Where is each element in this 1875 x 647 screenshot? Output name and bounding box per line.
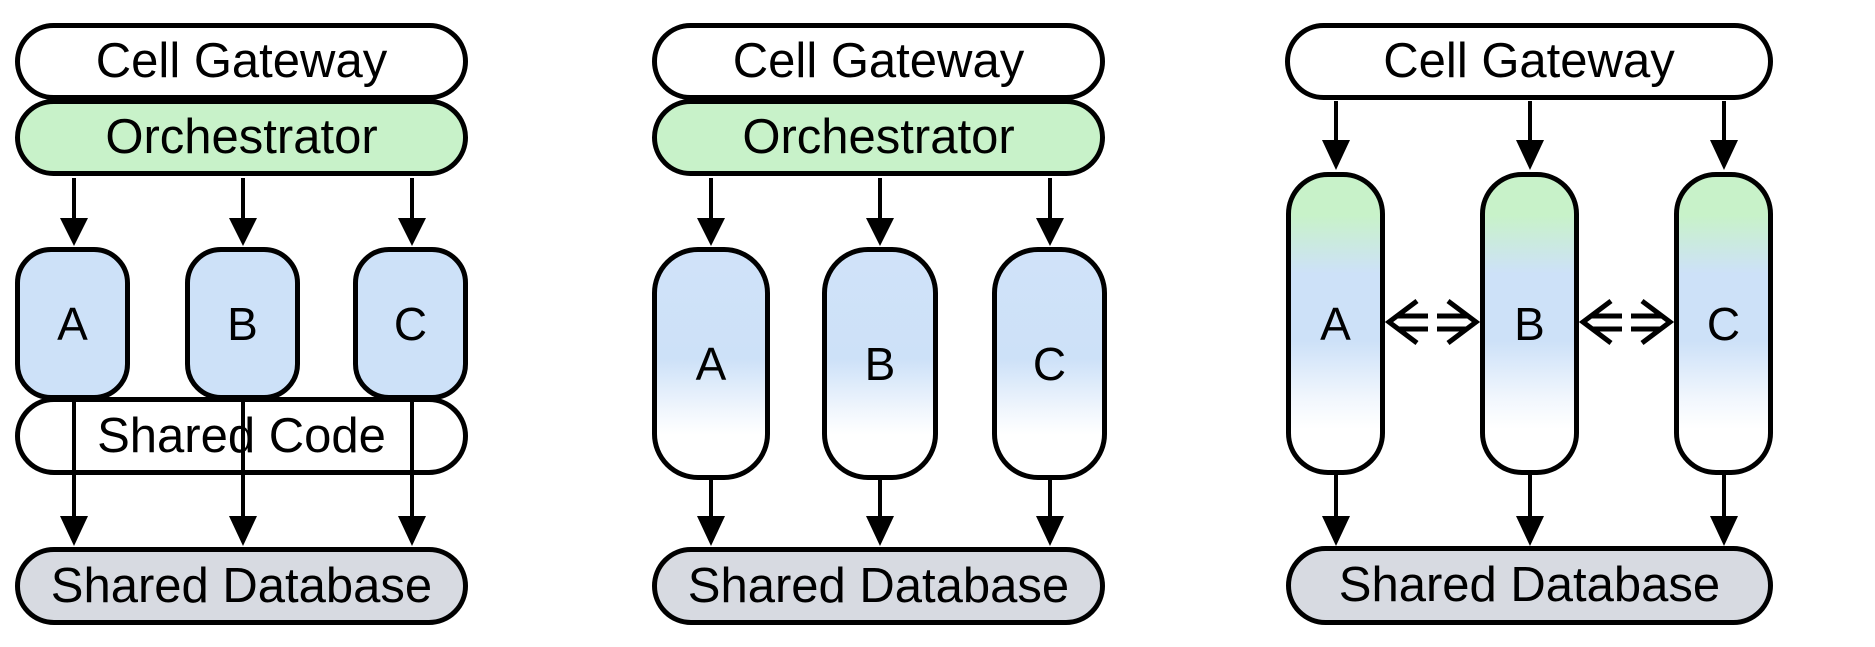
service-b-label: B bbox=[227, 297, 258, 350]
peer-sync-arrows-icon bbox=[1578, 299, 1675, 345]
service-c-label: C bbox=[393, 297, 428, 350]
service-b-label: B bbox=[864, 337, 896, 390]
cell-gateway-label: Cell Gateway bbox=[95, 34, 388, 88]
cell-gateway-label: Cell Gateway bbox=[732, 34, 1025, 88]
peer-sync-arrows-icon bbox=[1384, 299, 1481, 345]
service-b-box: B bbox=[1480, 172, 1579, 475]
service-c-label: C bbox=[1706, 297, 1741, 350]
shared-database-label: Shared Database bbox=[1338, 558, 1721, 612]
service-c-label: C bbox=[1032, 337, 1067, 390]
shared-database-box: Shared Database bbox=[652, 547, 1105, 625]
orchestrator-label: Orchestrator bbox=[742, 110, 1015, 164]
down-arrow-icon bbox=[697, 178, 1064, 246]
orchestrator-box: Orchestrator bbox=[15, 99, 468, 176]
cell-gateway-label: Cell Gateway bbox=[1383, 34, 1675, 88]
cell-gateway-box: Cell Gateway bbox=[1285, 23, 1773, 100]
cell-gateway-box: Cell Gateway bbox=[15, 23, 468, 100]
service-a-label: A bbox=[1320, 297, 1351, 350]
service-b-box: B bbox=[185, 247, 300, 400]
orchestrator-label: Orchestrator bbox=[105, 110, 378, 164]
service-b-box: B bbox=[822, 247, 938, 480]
service-a-box: A bbox=[1286, 172, 1385, 475]
down-arrow-icon bbox=[1322, 101, 1738, 170]
service-a-label: A bbox=[695, 337, 727, 390]
orchestrator-box: Orchestrator bbox=[652, 99, 1105, 176]
shared-database-box: Shared Database bbox=[15, 547, 468, 625]
down-arrow-icon bbox=[1322, 475, 1738, 546]
service-a-label: A bbox=[57, 297, 88, 350]
shared-database-label: Shared Database bbox=[687, 558, 1070, 613]
service-a-box: A bbox=[652, 247, 770, 480]
down-arrow-icon bbox=[60, 178, 426, 246]
shared-database-label: Shared Database bbox=[50, 558, 433, 613]
service-c-box: C bbox=[353, 247, 468, 400]
shared-database-box: Shared Database bbox=[1286, 546, 1773, 625]
service-b-label: B bbox=[1514, 297, 1545, 350]
down-arrow-icon bbox=[697, 480, 1064, 546]
service-c-box: C bbox=[992, 247, 1107, 480]
cell-gateway-box: Cell Gateway bbox=[652, 23, 1105, 100]
shared-code-box: Shared Code bbox=[15, 397, 468, 475]
service-c-box: C bbox=[1674, 172, 1773, 475]
service-a-box: A bbox=[15, 247, 130, 400]
shared-code-label: Shared Code bbox=[97, 408, 386, 463]
